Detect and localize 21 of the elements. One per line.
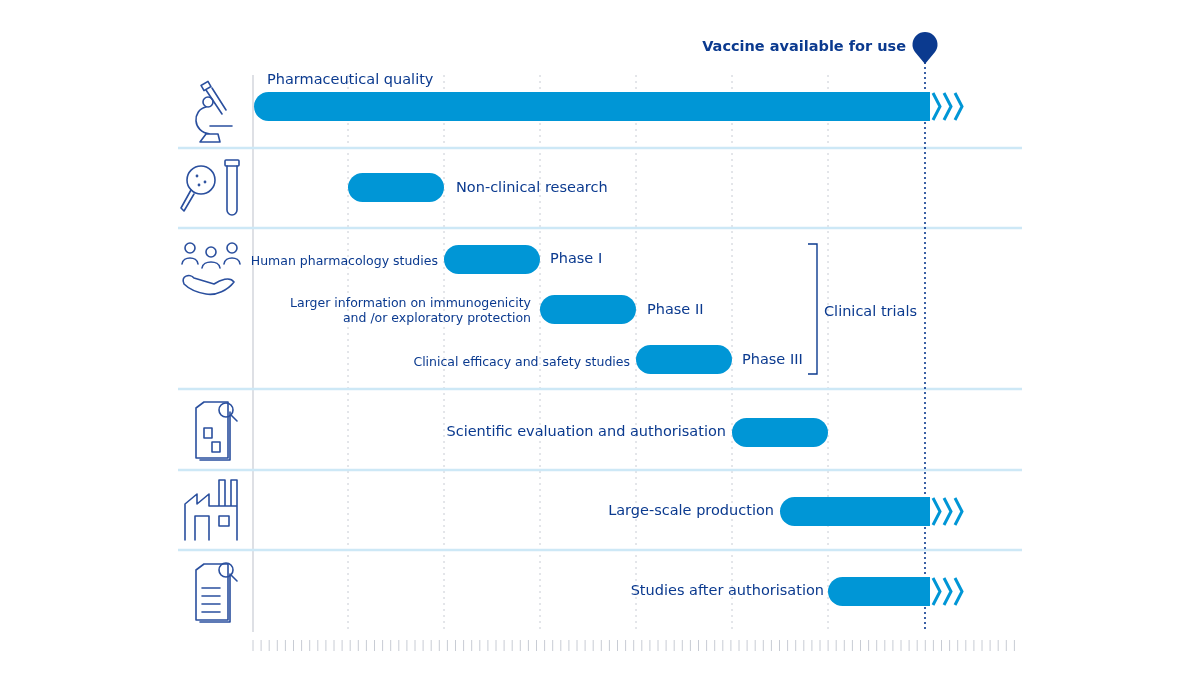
phase-label: Phase II [647,301,704,319]
timeline-bar [540,295,636,324]
phase-label: Phase III [742,351,803,369]
bar-label: Large-scale production [608,502,774,520]
bar-label: Clinical efficacy and safety studies [413,353,630,369]
timeline-bar [444,245,540,274]
group-label: Clinical trials [824,303,918,319]
bar-label: Human pharmacology studies [250,252,438,268]
timeline-bar [732,418,828,447]
timeline-bar [348,173,444,202]
timeline-bar [254,92,930,121]
bar-label: Non-clinical research [456,179,608,197]
bar-label: Studies after authorisation [630,582,824,600]
timeline-bar [636,345,732,374]
bar-label: Larger information on immunogenicity and /or exploratory protection [289,295,531,325]
phase-label: Phase I [550,250,603,268]
bar-label: Pharmaceutical quality [267,71,434,89]
bar-label: Scientific evaluation and authorisation [446,423,726,441]
timeline-bar [828,577,930,606]
timeline-bar [780,497,930,526]
milestone-label: Vaccine available for use [702,38,906,54]
